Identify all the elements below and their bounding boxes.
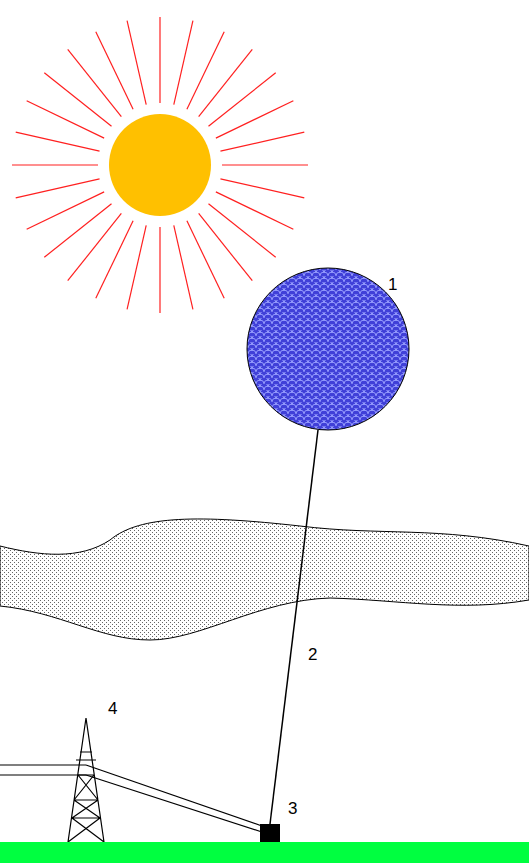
sun-ray bbox=[174, 21, 193, 105]
sun-ray bbox=[208, 204, 275, 258]
sun-ray bbox=[199, 49, 253, 116]
sun-ray bbox=[159, 17, 160, 103]
sun-ray bbox=[16, 179, 100, 198]
sun-ray bbox=[220, 179, 304, 198]
sun-ray bbox=[127, 21, 146, 105]
callout-number: 3 bbox=[288, 800, 297, 817]
cloud-layer bbox=[0, 519, 529, 640]
sun-ray bbox=[222, 164, 308, 165]
sun-ray bbox=[127, 225, 146, 309]
sun-ray bbox=[27, 101, 104, 138]
sun-ray bbox=[216, 192, 293, 229]
sun-ray bbox=[199, 213, 253, 280]
sun-ray bbox=[27, 192, 104, 229]
power-lines bbox=[0, 765, 262, 832]
sun-ray bbox=[44, 204, 111, 258]
sun-ray bbox=[174, 225, 193, 309]
callout-number: 2 bbox=[308, 646, 317, 663]
sun-ray bbox=[187, 221, 224, 298]
ground bbox=[0, 842, 529, 863]
sun-ray bbox=[159, 227, 160, 313]
sun-ray bbox=[68, 213, 122, 280]
sun-ray bbox=[96, 32, 133, 109]
sun-ray bbox=[187, 32, 224, 109]
balloon bbox=[247, 268, 409, 430]
sun-ray bbox=[68, 49, 122, 116]
sun-ray bbox=[220, 132, 304, 151]
callout-number: 4 bbox=[108, 700, 117, 717]
sun-ray bbox=[44, 73, 111, 127]
ground-station bbox=[260, 824, 280, 842]
sun-ray bbox=[12, 164, 98, 165]
callout-number: 1 bbox=[388, 276, 397, 293]
pylon bbox=[68, 718, 104, 842]
sun-ray bbox=[208, 73, 275, 127]
sun bbox=[109, 114, 211, 216]
sun-ray bbox=[216, 101, 293, 138]
sun-ray bbox=[16, 132, 100, 151]
sun-rays bbox=[12, 17, 308, 313]
tether bbox=[270, 430, 318, 824]
sun-ray bbox=[96, 221, 133, 298]
